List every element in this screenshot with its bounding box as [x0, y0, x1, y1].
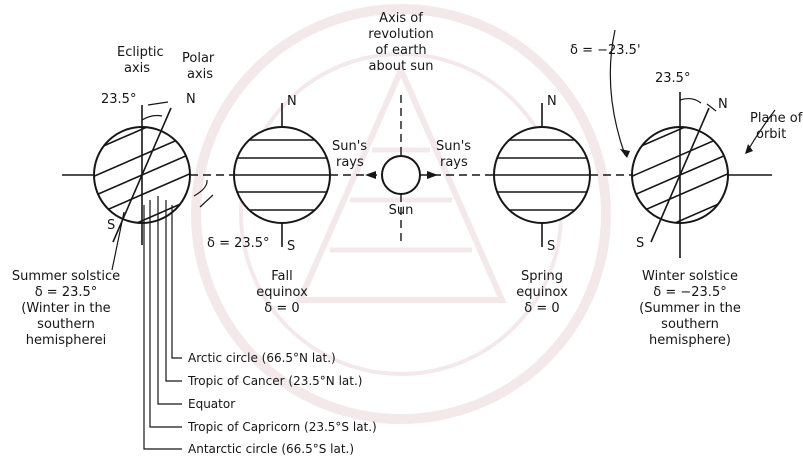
south-label-spring: S — [547, 239, 555, 254]
axis-revolution-label-2: revolution — [368, 27, 433, 42]
plane-of-orbit-label-1: Plane of — [750, 111, 803, 126]
fall-line-2: equinox — [256, 285, 308, 300]
delta-left-label: δ = 23.5° — [207, 236, 270, 251]
south-label-summer: S — [107, 218, 115, 233]
summer-line-5: hemispherei — [26, 333, 106, 348]
axis-revolution-label-4: about sun — [369, 59, 434, 74]
ecliptic-axis-label-2: axis — [124, 61, 150, 76]
legend-antarctic-circle: Antarctic circle (66.5°S lat.) — [188, 442, 354, 456]
latitude-leader-lines — [112, 196, 182, 449]
polar-axis-label-2: axis — [187, 67, 213, 82]
winter-line-5: hemisphere) — [649, 333, 731, 348]
winter-solstice-caption: Winter solstice δ = −23.5° (Summer in th… — [639, 269, 741, 348]
fall-equinox-globe — [230, 103, 334, 247]
north-label-spring: N — [547, 94, 557, 109]
legend-tropic-of-cancer: Tropic of Cancer (23.5°N lat.) — [187, 374, 362, 388]
summer-line-3: (Winter in the — [21, 301, 110, 316]
spring-line-1: Spring — [521, 269, 563, 284]
spring-equinox-caption: Spring equinox δ = 0 — [516, 269, 568, 316]
spring-line-2: equinox — [516, 285, 568, 300]
fall-line-1: Fall — [271, 269, 292, 284]
sun-label: Sun — [389, 203, 414, 218]
summer-line-4: southern — [37, 317, 95, 332]
fall-line-3: δ = 0 — [264, 301, 299, 316]
winter-line-4: southern — [661, 317, 719, 332]
south-label-fall: S — [287, 239, 295, 254]
north-label-fall: N — [287, 94, 297, 109]
summer-line-2: δ = 23.5° — [35, 285, 98, 300]
north-label-winter: N — [718, 97, 728, 112]
plane-of-orbit-label-2: orbit — [756, 127, 786, 142]
suns-rays-left-2: rays — [336, 155, 364, 170]
suns-rays-left-1: Sun's — [332, 139, 367, 154]
tilt-right-label: 23.5° — [655, 71, 690, 86]
legend-tropic-of-capricorn: Tropic of Capricorn (23.5°S lat.) — [187, 420, 377, 434]
axis-revolution-label-3: of earth — [375, 43, 426, 58]
legend-arctic-circle: Arctic circle (66.5°N lat.) — [188, 351, 336, 365]
summer-line-1: Summer solstice — [12, 269, 120, 284]
delta-right-label: δ = −23.5' — [570, 43, 641, 58]
suns-rays-right-1: Sun's — [436, 139, 471, 154]
summer-solstice-caption: Summer solstice δ = 23.5° (Winter in the… — [12, 269, 120, 348]
polar-axis-label-1: Polar — [182, 51, 215, 66]
tilt-left-label: 23.5° — [101, 92, 136, 107]
north-label-summer: N — [186, 92, 196, 107]
spring-equinox-globe — [490, 103, 594, 247]
suns-rays-right-2: rays — [440, 155, 468, 170]
south-label-winter: S — [636, 236, 644, 251]
sun — [365, 95, 438, 245]
winter-line-2: δ = −23.5° — [653, 285, 726, 300]
spring-line-3: δ = 0 — [524, 301, 559, 316]
ecliptic-axis-label-1: Ecliptic — [117, 45, 164, 60]
winter-line-3: (Summer in the — [639, 301, 741, 316]
legend-equator: Equator — [188, 397, 235, 411]
winter-line-1: Winter solstice — [642, 269, 738, 284]
axis-revolution-label-1: Axis of — [379, 11, 423, 26]
fall-equinox-caption: Fall equinox δ = 0 — [256, 269, 308, 316]
